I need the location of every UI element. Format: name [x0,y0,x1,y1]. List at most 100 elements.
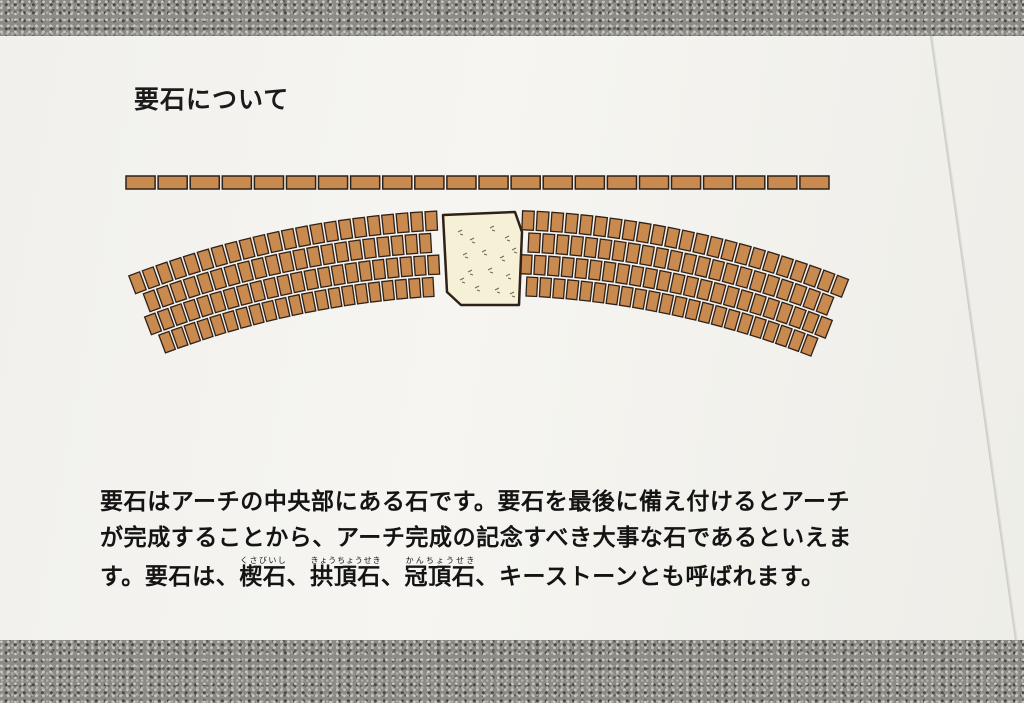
arch-brick [327,286,343,309]
arch-brick [395,212,410,234]
top-course-brick [542,175,574,190]
arch-brick [774,324,793,348]
top-course-brick [349,175,381,190]
arch-brick [525,276,539,298]
arch-brick [708,258,726,282]
arch-brick [292,248,309,271]
arch-brick [541,233,556,255]
keystone-speckle [467,269,474,276]
arch-brick [709,281,727,305]
arch-brick [721,262,740,286]
top-course-brick [702,175,734,190]
top-course-brick [510,175,541,190]
arch-brick [762,273,781,298]
arch-brick [264,253,282,277]
arch-brick [597,238,613,261]
arch-brick [592,215,609,238]
arch-brick [611,240,627,263]
arch-brick [549,211,565,233]
term-kyouchouseki-kanji: 拱頂石 [310,564,381,590]
granite-ledge-bottom [0,640,1024,703]
body-line-3: す。要石は、楔石くさびいし、拱頂石きょうちょうせき、冠頂石かんちょうせき、キース… [100,556,960,595]
arch-brick [357,260,373,282]
keystone-speckle [474,285,481,292]
arch-brick [655,269,672,293]
arch-brick [569,235,585,257]
arch-brick [788,305,807,330]
arch-brick [592,281,607,304]
arch-brick [278,250,295,274]
arch-brick [587,259,603,281]
arch-brick [300,291,317,314]
arch-brick [734,242,753,266]
arch-brick [248,302,265,326]
arch-brick [418,232,433,254]
arch-brick [238,237,256,260]
arch-brick [607,217,623,240]
top-course-brick [125,175,156,190]
arch-brick [408,277,422,299]
arch-brick [574,257,589,280]
arch-brick [639,244,656,267]
arch-brick [578,214,594,236]
arch-brick [344,261,360,284]
arch-brick [666,249,684,272]
separator-comma: 、 [380,564,405,590]
arch-brick [775,255,795,279]
top-course-brick [446,175,477,190]
term-kanchouseki-reading: かんちょうせき [404,556,476,565]
body-line-1: 要石はアーチの中央部にある石です。要石を最後に備え付けるとアーチ [100,489,851,515]
arch-brick [127,270,148,295]
arch-brick [169,302,188,327]
arch-brick [671,295,688,318]
arch-brick [787,328,806,353]
arch-brick [340,284,356,307]
arch-brick [380,213,396,235]
arch-brick [749,292,768,317]
arch-brick [209,313,227,337]
arch-brick [829,274,850,299]
arch-brick [196,317,214,341]
arch-brick [210,244,229,268]
arch-brick [222,286,240,310]
arch-brick [169,279,188,304]
keystone-speckle [505,273,512,280]
arch-brick [527,232,542,254]
arch-brick [735,289,754,313]
arch-brick [788,282,808,307]
arch-brick [801,310,821,334]
arch-brick [424,210,439,232]
arch-brick [658,292,675,315]
arch-brick [802,287,822,311]
body-line-3-end: 、キーストーンとも呼ばれます。 [475,564,825,590]
arch-brick [678,229,695,252]
arch-brick [552,277,566,300]
arch-brick [560,256,575,278]
top-course-brick [670,175,702,190]
arch-brick [371,258,387,281]
keystone-speckle [494,287,501,294]
arch-brick [800,333,819,357]
arch-brick [235,306,252,329]
arch-brick [196,248,215,272]
arch-brick [682,275,700,298]
arch-brick [761,250,781,275]
term-kyouchouseki: 拱頂石きょうちょうせき [310,556,381,590]
keystone-speckle [459,277,466,284]
arch-brick [320,243,336,266]
top-course-brick [221,175,253,190]
arch-brick [252,233,270,257]
arch-brick [235,283,253,306]
arch-brick [143,312,163,336]
arch-brick [155,261,174,285]
arch-brick [816,269,836,293]
arch-brick [399,256,414,278]
term-kanchouseki-kanji: 冠頂石 [404,564,476,590]
arch-brick [664,226,681,249]
arch-brick [583,236,599,259]
top-course-brick [799,175,830,190]
top-course-brick [414,175,445,190]
top-brick-course [125,175,830,190]
arch-brick [601,260,617,283]
keystone-speckle [487,267,494,274]
